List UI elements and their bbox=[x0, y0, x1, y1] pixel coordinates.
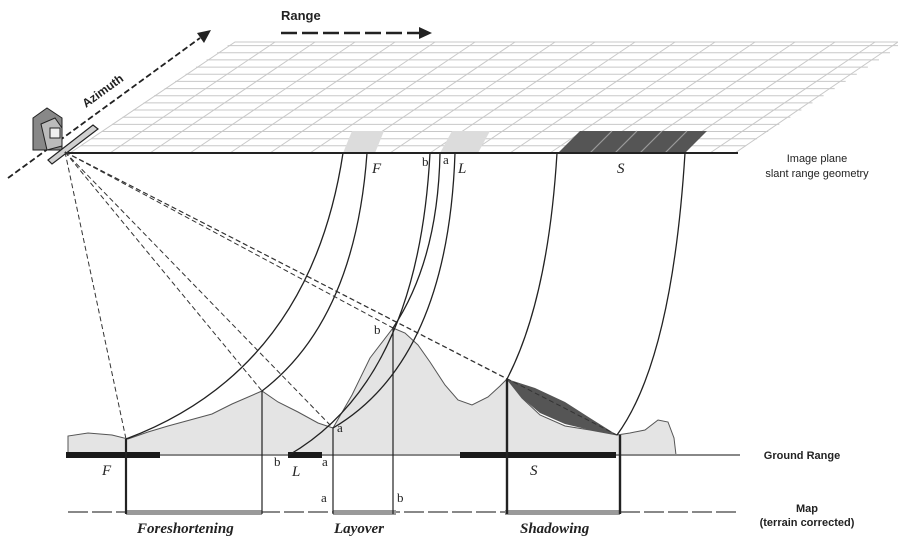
foreshortening-image-marker: F bbox=[371, 161, 382, 177]
map-label: Map bbox=[796, 503, 818, 515]
layover-image-patch bbox=[440, 131, 490, 153]
image-plane-sublabel: slant range geometry bbox=[765, 168, 869, 180]
map-b-marker: b bbox=[397, 490, 404, 505]
shadow-image-patch bbox=[558, 131, 707, 153]
map-sublabel: (terrain corrected) bbox=[760, 517, 855, 529]
azimuth-arrow bbox=[7, 30, 211, 179]
shadow-patch-grid bbox=[589, 130, 688, 154]
layover-image-marker: L bbox=[457, 161, 466, 177]
radar-sensor-icon bbox=[32, 107, 99, 165]
layover-image-b-marker: b bbox=[422, 154, 429, 169]
foreshortening-map-segment bbox=[126, 510, 262, 515]
shadowing-image-marker: S bbox=[617, 161, 625, 177]
shadow-region bbox=[507, 379, 617, 435]
image-plane-grid bbox=[68, 41, 898, 154]
ground-range-label: Ground Range bbox=[764, 450, 840, 462]
foreshortening-ground-bar bbox=[66, 452, 160, 458]
range-arcs bbox=[125, 152, 686, 456]
map-a-marker: a bbox=[321, 490, 327, 505]
shadowing-ground-marker: S bbox=[530, 463, 538, 479]
azimuth-label: Azimuth bbox=[80, 71, 127, 110]
foreshortening-image-patch bbox=[343, 131, 384, 153]
layover-ground-a-marker: a bbox=[322, 454, 328, 469]
terrain-profile bbox=[67, 327, 677, 456]
layover-ground-b-marker: b bbox=[274, 454, 281, 469]
layover-label: Layover bbox=[333, 521, 384, 537]
layover-ground-bar bbox=[288, 452, 322, 458]
layover-map-segment bbox=[333, 510, 396, 515]
shadow-map-segment bbox=[505, 510, 620, 515]
image-plane-label: Image plane bbox=[787, 153, 848, 165]
range-label: Range bbox=[281, 8, 321, 23]
peak-b-marker: b bbox=[374, 322, 381, 337]
base-a-marker: a bbox=[337, 420, 343, 435]
look-lines bbox=[64, 151, 618, 440]
foreshortening-ground-marker: F bbox=[101, 463, 112, 479]
foreshortening-label: Foreshortening bbox=[136, 521, 234, 537]
vertical-projections bbox=[124, 328, 622, 514]
range-arrow bbox=[281, 27, 432, 39]
layover-ground-marker: L bbox=[291, 464, 300, 480]
layover-image-a-marker: a bbox=[443, 152, 449, 167]
shadow-ground-bar bbox=[460, 452, 616, 458]
shadowing-label: Shadowing bbox=[520, 521, 590, 537]
